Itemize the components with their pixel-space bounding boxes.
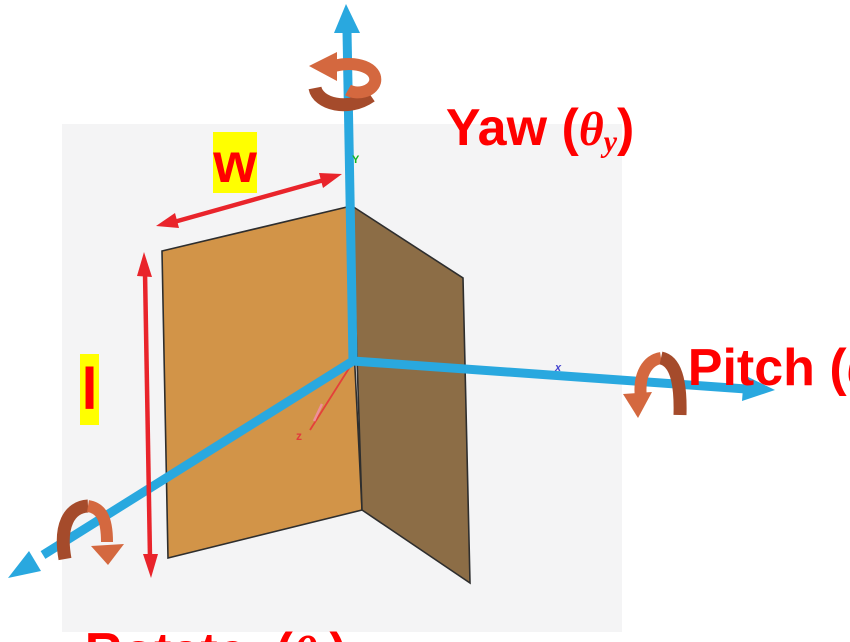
- pitch-swirl-back: [658, 351, 687, 416]
- pitch-theta-symbol: θ: [847, 343, 850, 396]
- x-axis-letter: x: [554, 362, 562, 374]
- z-reference-line: [309, 361, 354, 431]
- width-arrow-line: [173, 177, 325, 225]
- side-panel: [351, 204, 471, 585]
- width-letter: w: [213, 130, 257, 194]
- rotate-theta-symbol: θ: [293, 627, 318, 642]
- length-arrowhead-bottom-icon: [143, 554, 158, 578]
- rotate-swirl-arrowhead: [91, 544, 124, 565]
- z-axis-letter: z: [296, 429, 302, 443]
- yaw-swirl-front: [332, 58, 382, 99]
- z-line: [309, 361, 354, 431]
- yaw-swirl-arrowhead: [309, 52, 337, 81]
- rotate-label: Rotate (θr): [27, 570, 347, 642]
- length-letter: l: [81, 356, 98, 422]
- pitch-label-prefix: Pitch (: [687, 338, 847, 397]
- y-axis-letter: Y: [352, 154, 360, 166]
- rotate-label-suffix: ): [329, 623, 346, 642]
- yaw-theta-subscript: y: [603, 124, 618, 159]
- width-label-chip: w: [213, 132, 257, 193]
- length-label-chip: l: [80, 354, 99, 425]
- front-panel: [161, 205, 363, 560]
- yaw-label: Yaw (θy): [389, 46, 635, 212]
- pitch-axis-arrowhead-icon: [742, 375, 775, 401]
- length-arrow-line: [142, 271, 153, 559]
- yaw-axis-shaft: [342, 30, 358, 362]
- length-arrowhead-top-icon: [137, 252, 152, 277]
- yaw-label-suffix: ): [617, 98, 635, 157]
- pitch-swirl-arrowhead: [623, 392, 652, 418]
- width-arrowhead-right-icon: [319, 173, 342, 188]
- rotate-label-prefix: Rotate (: [85, 623, 293, 642]
- width-dimension-arrow: [156, 173, 342, 228]
- yaw-axis-arrow: [334, 4, 360, 362]
- rotate-rotation-swirl-icon: [56, 499, 124, 565]
- pitch-rotation-swirl-icon: [623, 351, 687, 418]
- z-line-tick: [312, 403, 324, 422]
- rotate-axis-shaft: [40, 357, 356, 559]
- yaw-label-prefix: Yaw (: [445, 98, 579, 157]
- width-arrowhead-left-icon: [156, 213, 179, 228]
- rotate-swirl-back: [56, 499, 90, 561]
- pitch-swirl-front: [634, 352, 663, 399]
- yaw-theta-symbol: θ: [578, 102, 604, 156]
- pitch-label: Pitch (θp): [630, 286, 850, 452]
- rotate-axis-arrowhead-icon: [8, 551, 41, 578]
- cardboard-panels: [161, 204, 471, 585]
- yaw-rotation-swirl-icon: [308, 52, 382, 112]
- rotate-swirl-front: [86, 500, 113, 543]
- rotate-axis-arrow: [8, 357, 356, 578]
- length-dimension-arrow: [137, 252, 158, 578]
- yaw-swirl-back: [308, 85, 375, 112]
- yaw-axis-arrowhead-icon: [334, 4, 360, 33]
